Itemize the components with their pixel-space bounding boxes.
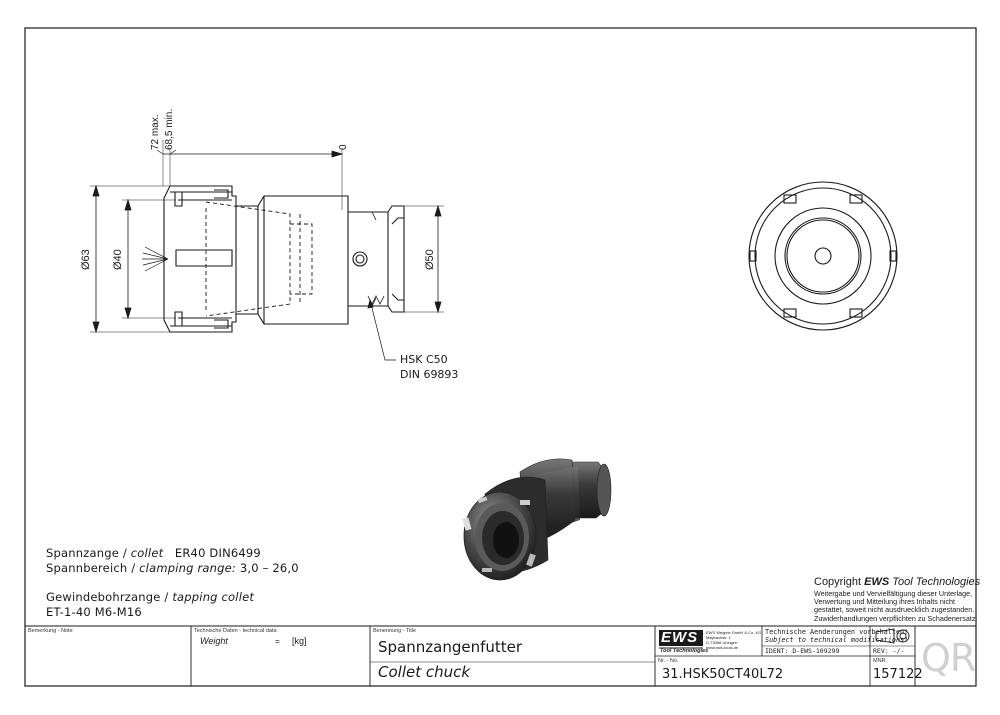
dimension-lines	[90, 140, 444, 361]
dim-d50: Ø50	[424, 249, 436, 270]
qr-placeholder: QR	[921, 636, 976, 680]
side-view	[163, 185, 405, 333]
title-english: Collet chuck	[378, 663, 471, 681]
title-label: Benennung - Title	[373, 628, 417, 634]
render-3d	[462, 458, 612, 581]
changes-german: Technische Aenderungen vorbehalten!	[765, 628, 909, 636]
revision: REV: -/-	[873, 647, 905, 655]
hidden-lines	[205, 201, 313, 317]
spec-tapping-collet: Gewindebohrzange / tapping collet	[46, 590, 255, 604]
ews-logo-mark	[659, 630, 703, 649]
dim-d63: Ø63	[80, 249, 92, 270]
weight-value: =	[275, 637, 280, 646]
titleblock-lines	[25, 625, 976, 686]
dim-zero: 0	[338, 144, 349, 150]
spec-clamping-range: Spannbereich / clamping range: 3,0 – 26,…	[46, 561, 299, 575]
ident-number: IDENT: D-EWS-109299	[765, 647, 840, 655]
company-address: EWS Weigele GmbH & Co. KG Maybachstr. 1 …	[706, 630, 762, 650]
weight-label: Weight	[200, 636, 228, 646]
dim-d40: Ø40	[112, 249, 124, 270]
projection-symbol	[875, 628, 910, 644]
weight-unit: [kg]	[292, 636, 307, 646]
callout-din: DIN 69893	[400, 368, 459, 381]
front-view	[748, 181, 898, 331]
nr-label: Nr. - No.	[658, 658, 679, 664]
title-german: Spannzangenfutter	[378, 638, 523, 656]
dim-length-min: 68,5 min.	[164, 108, 175, 150]
mnr-number: 157122	[873, 667, 923, 682]
changes-english: Subject to technical modifications!	[765, 636, 909, 644]
part-number: 31.HSK50CT40L72	[662, 667, 784, 682]
note-label: Bemerkung - Note	[28, 628, 73, 634]
axis-rays	[142, 246, 169, 272]
spec-tapping-value: ET-1-40 M6-M16	[46, 605, 142, 619]
spec-collet: Spannzange / collet ER40 DIN6499	[46, 546, 261, 560]
ews-logo-sub: Tool Technologies	[660, 648, 709, 654]
tech-data-label: Technische Daten - technical data	[194, 628, 277, 634]
sheet-border	[24, 27, 977, 687]
dim-length-max: 72 max.	[150, 114, 161, 150]
mnr-label: MNR.	[873, 658, 888, 664]
ews-logo-text: EWS	[661, 629, 699, 646]
copyright-title: Copyright EWS Tool Technologies	[814, 576, 981, 588]
copyright-text: Weitergabe und Vervielfältigung dieser U…	[814, 589, 978, 623]
callout-hsk: HSK C50	[400, 353, 448, 366]
